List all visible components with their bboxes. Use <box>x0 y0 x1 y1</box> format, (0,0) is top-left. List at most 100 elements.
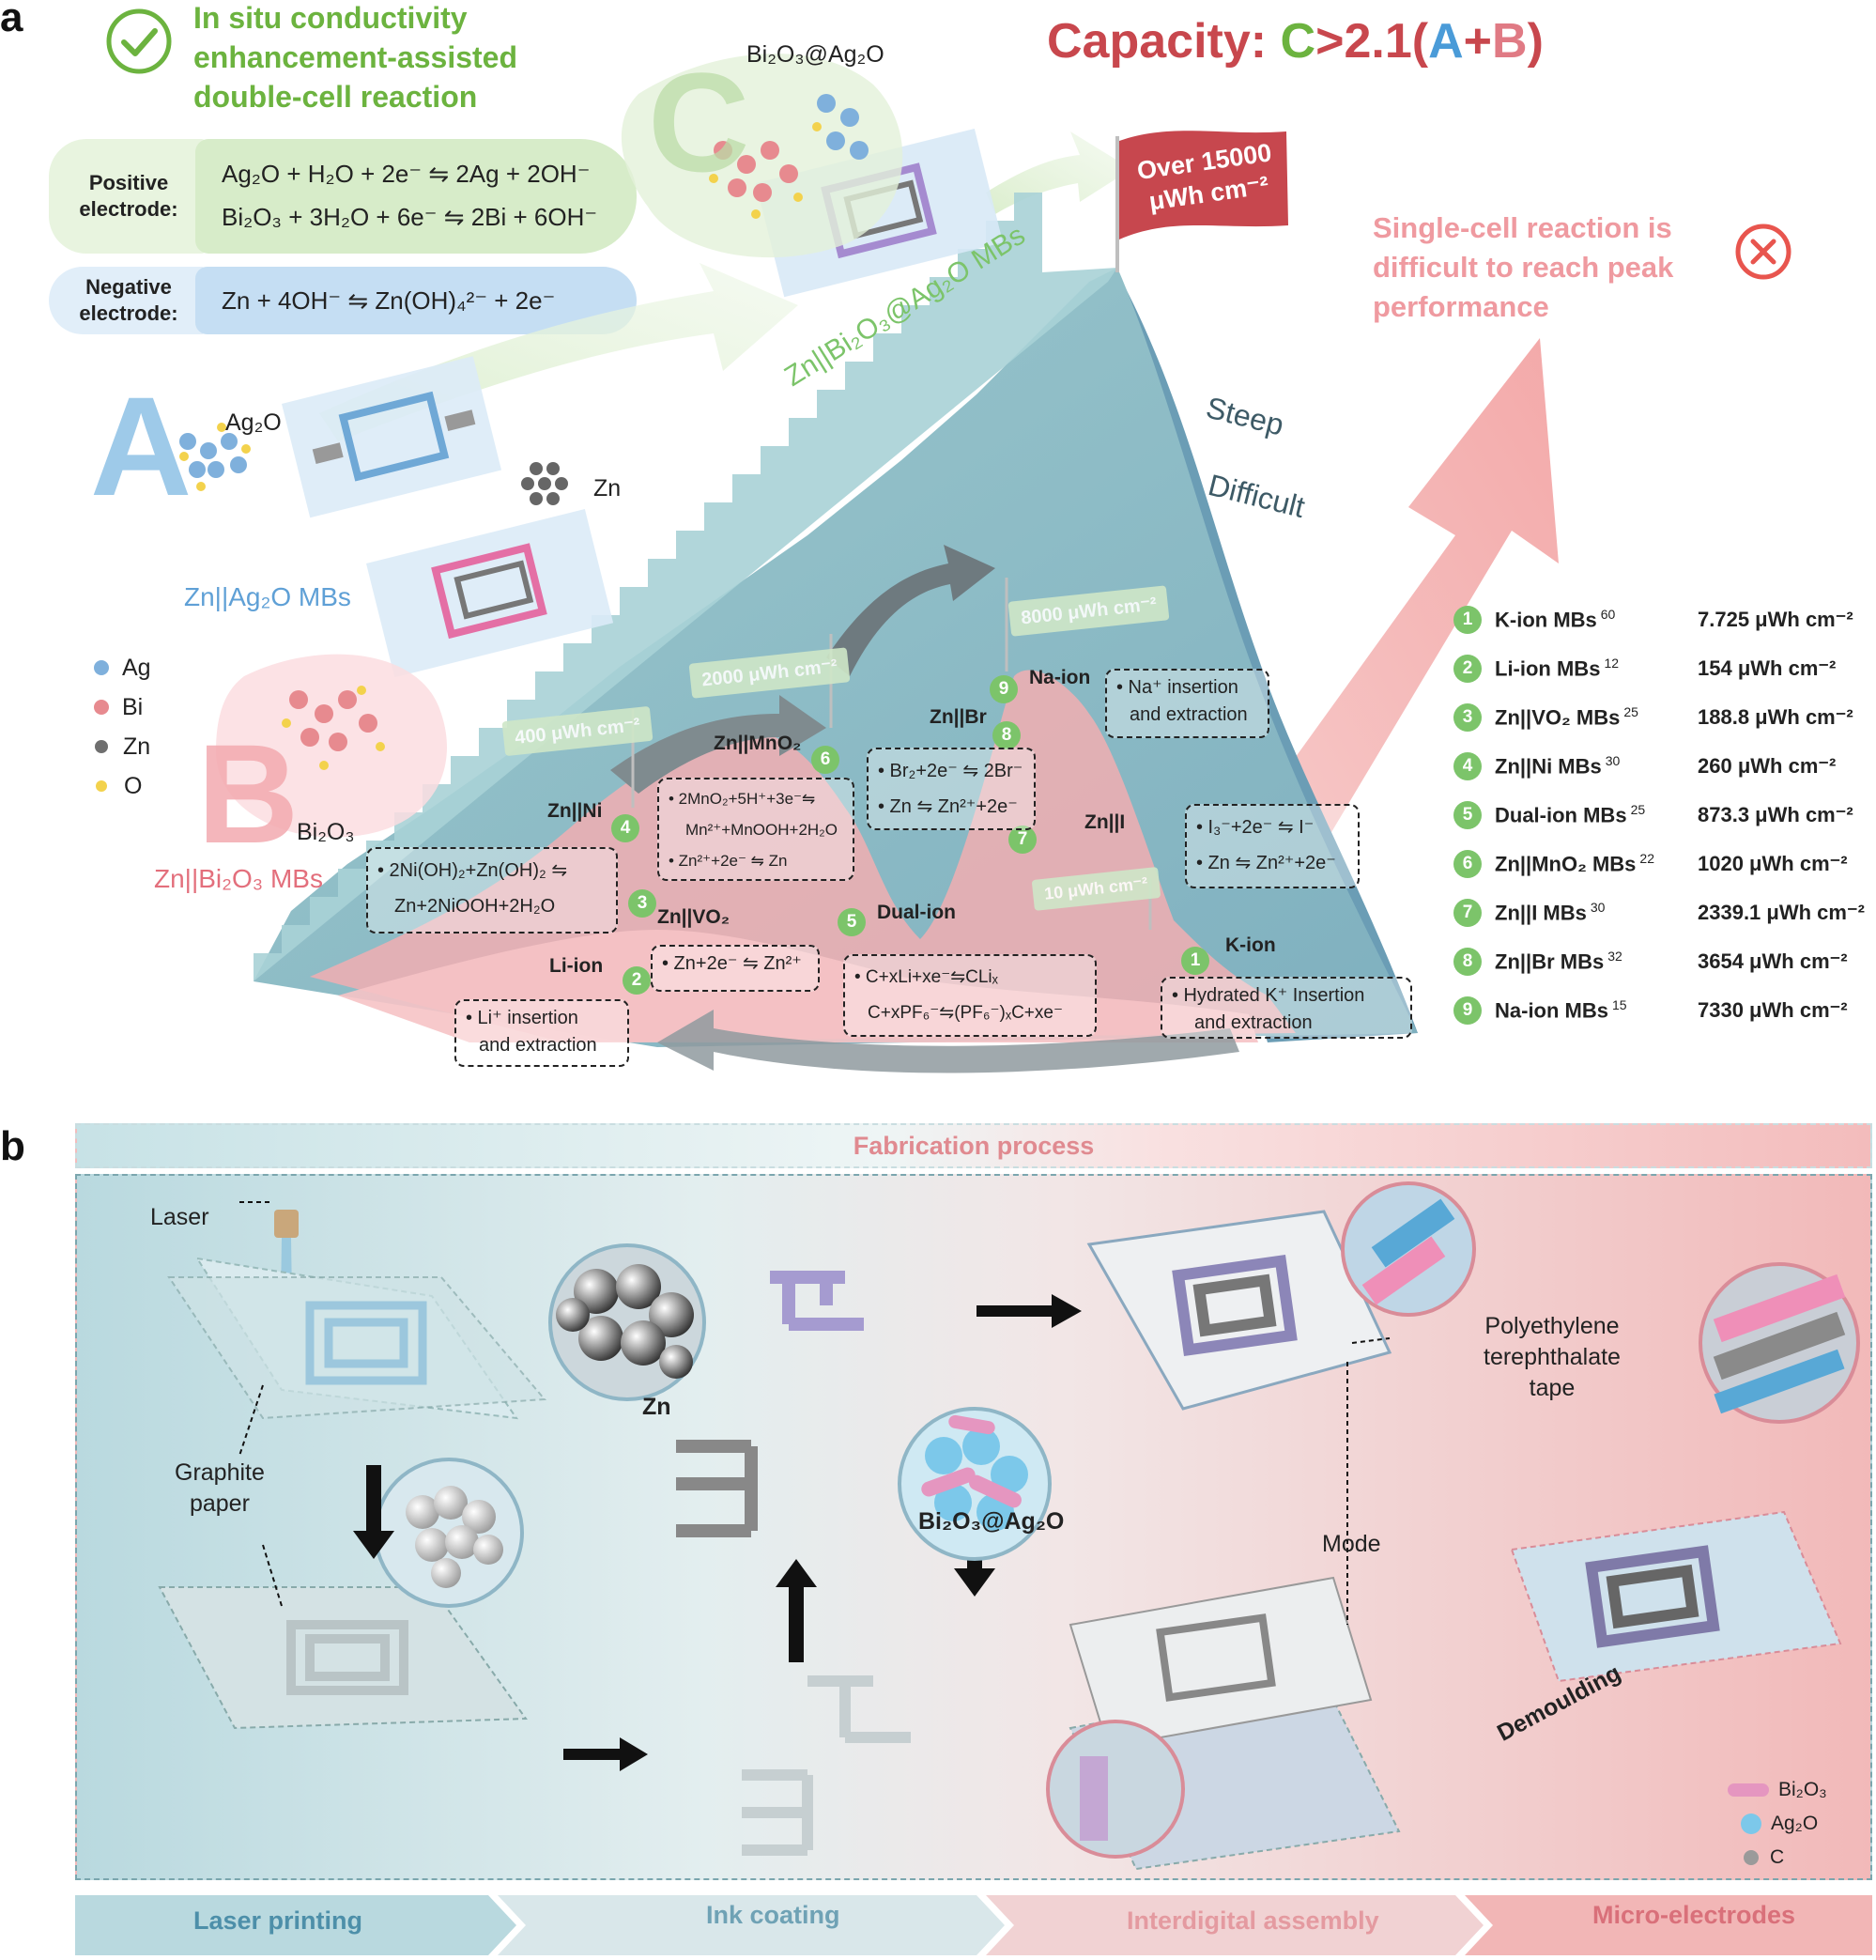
node-1-box: • Hydrated K⁺ Insertion and extraction <box>1161 977 1412 1039</box>
capacity-b: B <box>1492 14 1528 69</box>
zn-label: Zn <box>593 475 622 502</box>
positive-label-box: Positive electrode: <box>49 139 208 254</box>
mountain-back <box>1117 272 1418 1042</box>
particle-legend-label: Ag₂O <box>1771 1813 1819 1834</box>
fabrication-title-band: Fabrication process <box>75 1123 1872 1168</box>
legend-num: 5 <box>1453 801 1482 829</box>
atom-legend-ag: Ag <box>94 648 151 687</box>
pet-label-line-2: terephthalate <box>1484 1344 1621 1370</box>
stairs <box>254 193 1117 981</box>
single-cell-line-3: performance <box>1373 290 1549 323</box>
node-8-line-1: • Br₂+2e⁻ ⇋ 2Br⁻ <box>878 761 1023 781</box>
atom-legend-o: O <box>94 766 151 806</box>
particle-legend: Bi₂O₃ Ag₂O C <box>1728 1773 1827 1875</box>
node-7-line-2: • Zn ⇋ Zn²⁺+2e⁻ <box>1196 853 1336 873</box>
node-2-circle: 2 <box>623 966 651 995</box>
node-6-line-3: • Zn²⁺+2e⁻ ⇋ Zn <box>669 852 788 870</box>
node-9-label: Na-ion <box>1029 667 1091 688</box>
big-letter-b: B <box>197 715 300 872</box>
node-3-label: Zn||VO₂ <box>657 906 730 928</box>
panel-a-letter: a <box>0 0 23 40</box>
stage-4-shape <box>1465 1895 1872 1955</box>
final-card <box>1510 1510 1842 1683</box>
legend-num: 4 <box>1453 752 1482 780</box>
mould-zoom-fiber <box>1080 1756 1108 1841</box>
final-zoom-stripes <box>1713 1273 1846 1414</box>
negative-eq: Zn + 4OH⁻ ⇋ Zn(OH)₄²⁻ + 2e⁻ <box>222 286 556 315</box>
final-electrode <box>1585 1545 1720 1648</box>
atom-legend-label: Zn <box>123 733 151 760</box>
legend-value: 873.3 μWh cm⁻² <box>1698 803 1853 826</box>
legend-value: 2339.1 μWh cm⁻² <box>1698 901 1865 924</box>
node-5-line-2: C+xPF₆⁻⇋(PF₆⁻)ₓC+xe⁻ <box>868 1003 1063 1023</box>
legend-value: 3654 μWh cm⁻² <box>1698 949 1848 973</box>
stage-1-shape <box>75 1895 516 1955</box>
node-1-line-1: • Hydrated K⁺ Insertion <box>1172 985 1365 1006</box>
stage-3-shape <box>986 1895 1484 1955</box>
ag2o-label: Ag₂O <box>225 409 282 436</box>
big-letter-c: C <box>648 43 750 201</box>
pet-electrode <box>1172 1254 1298 1357</box>
zn-cluster <box>521 462 568 505</box>
capacity-end: ) <box>1527 14 1544 69</box>
stage-2-shape <box>498 1895 1005 1955</box>
summit-flag <box>1119 131 1288 239</box>
pet-label-line-1: Polyethylene <box>1484 1313 1620 1339</box>
particle-legend-label: C <box>1770 1846 1785 1868</box>
assembly-zoom-fibers <box>1361 1198 1455 1305</box>
node-9-line-2: and extraction <box>1130 704 1248 725</box>
check-icon <box>105 8 173 80</box>
process-illustration <box>75 1174 1872 1885</box>
bi-dot-icon <box>94 700 109 715</box>
mode-label: Mode <box>1322 1531 1381 1557</box>
positive-eq-1: Ag₂O + H₂O + 2e⁻ ⇋ 2Ag + 2OH⁻ <box>222 160 591 188</box>
legend-num: 3 <box>1453 703 1482 732</box>
device-a-label: Zn||Ag₂O MBs <box>184 582 351 611</box>
red-hills-front <box>338 930 1258 1042</box>
o-dot-icon <box>96 780 107 792</box>
laser-head <box>274 1210 299 1238</box>
graphite-label: Graphite paper <box>175 1458 265 1520</box>
pet-label-line-3: tape <box>1529 1375 1576 1401</box>
capacity-mid: >2.1( <box>1315 14 1429 69</box>
legend-num: 7 <box>1453 899 1482 927</box>
node-2-box: • Li⁺ insertion and extraction <box>454 999 629 1067</box>
big-letter-a: A <box>90 367 192 525</box>
node-7-box: • I₃⁻+2e⁻ ⇋ I⁻ • Zn ⇋ Zn²⁺+2e⁻ <box>1185 804 1360 888</box>
atom-legend-label: Bi <box>122 693 144 720</box>
capacity-prefix: Capacity: <box>1047 14 1281 69</box>
atom-legend: Ag Bi Zn O <box>94 648 151 806</box>
arrow-right-bottom <box>563 1737 648 1771</box>
node-7-label: Zn||I <box>1084 811 1126 833</box>
node-6-box: • 2MnO₂+5H⁺+3e⁻⇋ Mn²⁺+MnOOH+2H₂O • Zn²⁺+… <box>657 778 854 881</box>
node-5-label: Dual-ion <box>877 902 956 923</box>
capacity-a: A <box>1428 14 1464 69</box>
legend-value: 1020 μWh cm⁻² <box>1698 852 1848 875</box>
leader-graphite-2 <box>262 1544 283 1607</box>
positive-label: Positive electrode: <box>79 171 178 221</box>
composite-cluster <box>709 94 869 219</box>
pet-card-top <box>1086 1210 1392 1411</box>
node-2-line-2: and extraction <box>479 1035 597 1056</box>
node-6-line-1: • 2MnO₂+5H⁺+3e⁻⇋ <box>669 790 816 808</box>
node-1-circle: 1 <box>1181 947 1209 975</box>
particle-legend-bi2o3: Bi₂O₃ <box>1728 1773 1827 1807</box>
node-1-label: K-ion <box>1225 934 1276 956</box>
node-2-line-1: • Li⁺ insertion <box>466 1008 578 1028</box>
mould-top <box>1069 1576 1373 1749</box>
arrow-up-middle <box>776 1559 817 1662</box>
legend-num: 2 <box>1453 655 1482 683</box>
particle-legend-ag2o: Ag₂O <box>1728 1807 1827 1841</box>
ag2o-cluster <box>179 423 251 491</box>
electrode-top <box>770 1271 864 1331</box>
electrode-bottom <box>676 1440 758 1537</box>
graphite-sheet-1-full <box>167 1276 547 1420</box>
